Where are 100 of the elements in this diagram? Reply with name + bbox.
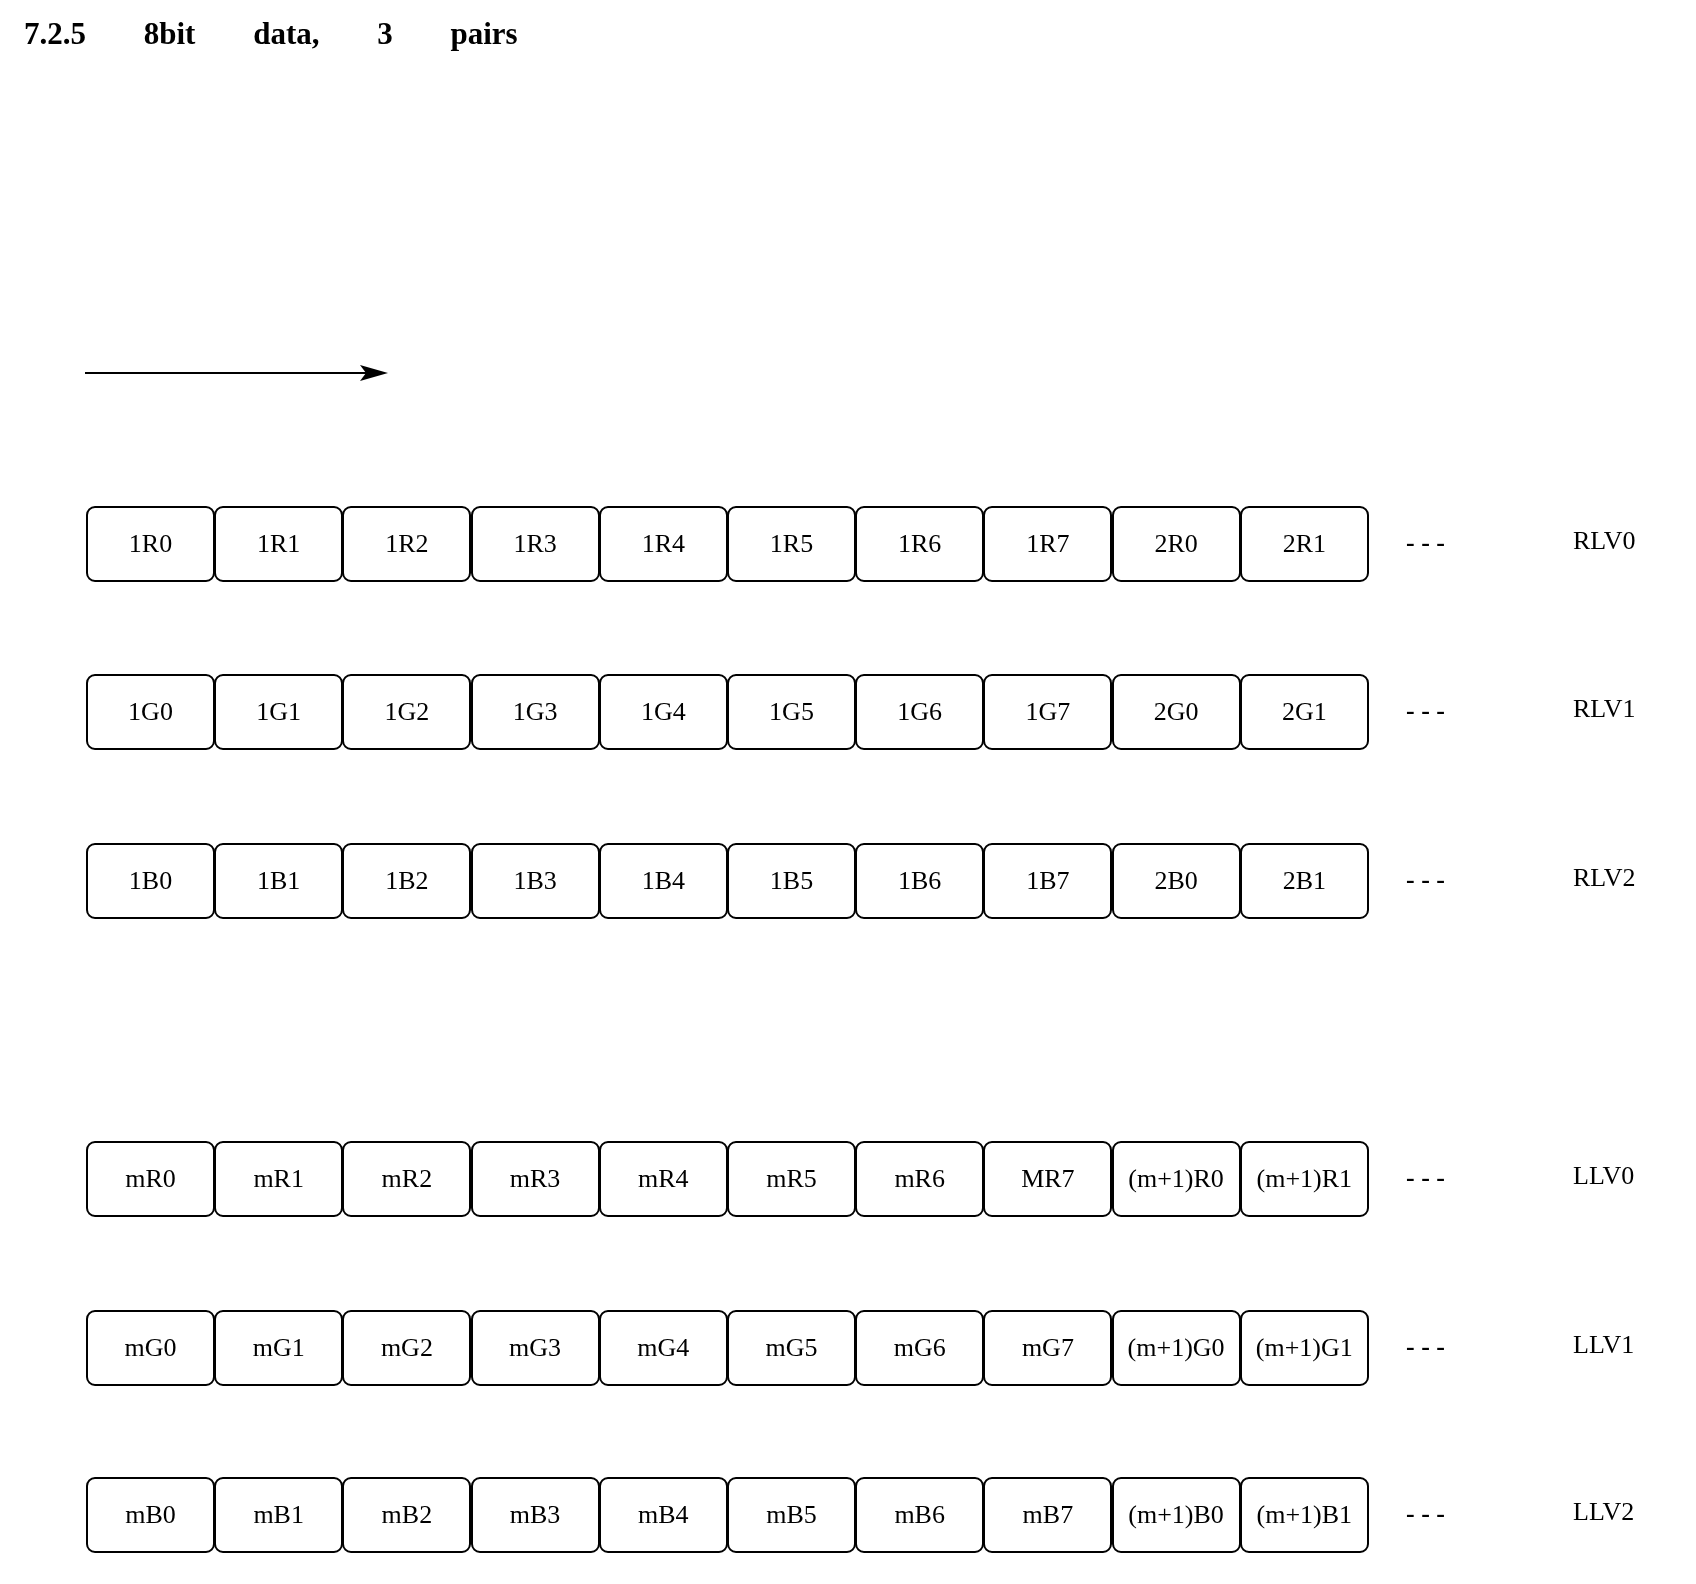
continuation-dashes: - - - [1406,865,1445,895]
bit-label: mG2 [380,1333,433,1363]
continuation-dashes: - - - [1406,528,1445,558]
data-bit-box [342,674,472,750]
data-bit-box [727,674,856,750]
bit-label: 1R7 [1026,529,1070,559]
data-bit-box [1111,506,1241,582]
bit-label: mG5 [765,1333,818,1363]
lane-label: LLV2 [1573,1497,1635,1527]
data-bit-box [470,1477,600,1553]
bit-label: 1B6 [898,866,942,896]
data-bit-box [214,1141,344,1217]
bit-label: mR2 [381,1164,433,1194]
data-bit-box [855,1477,985,1553]
data-bit-box [855,1310,985,1386]
bit-label: mB1 [253,1500,304,1530]
bit-label: (m+1)R1 [1256,1164,1353,1194]
bit-label: (m+1)R0 [1128,1164,1224,1194]
data-bit-box [470,1141,600,1217]
data-bit-box [342,1310,472,1386]
bit-label: 2G1 [1281,697,1327,727]
bit-label: 1B1 [257,866,301,896]
bit-label: mG3 [509,1333,562,1363]
bit-label: 2R0 [1154,529,1198,559]
data-bit-box [598,1477,728,1553]
data-bit-box [598,674,728,750]
bit-label: 1R1 [257,529,301,559]
data-bit-box [470,506,600,582]
lane-label: LLV0 [1573,1161,1635,1191]
bit-label: 1B0 [128,866,173,896]
bit-label: 1R3 [513,529,557,559]
data-bit-box [598,843,728,919]
data-bit-box [86,1141,215,1217]
data-bit-box [214,506,344,582]
data-bit-box [855,1141,985,1217]
bit-label: 1R2 [385,529,429,559]
data-bit-box [1111,1310,1241,1386]
bit-label: mR4 [638,1164,689,1194]
bit-label: mG0 [124,1333,177,1363]
bit-label: 1B7 [1026,866,1070,896]
bit-label: MR7 [1021,1164,1075,1194]
data-bit-box [86,674,215,750]
data-bit-box [1111,1141,1241,1217]
bit-label: (m+1)G1 [1255,1333,1353,1363]
data-bit-box [983,843,1113,919]
bit-label: mG1 [252,1333,305,1363]
data-bit-box [1239,674,1369,750]
data-bit-box [342,506,472,582]
bit-label: 2B0 [1154,866,1198,896]
data-bit-box [1239,843,1369,919]
data-bit-box [1111,1477,1241,1553]
bit-label: 1G7 [1025,697,1071,727]
data-bit-box [1111,843,1241,919]
bit-label: 1G1 [256,697,302,727]
lane-label: LLV1 [1573,1330,1635,1360]
continuation-dashes: - - - [1406,696,1445,726]
bit-label: (m+1)G0 [1127,1333,1225,1363]
bit-label: 1B4 [641,866,685,896]
bit-label: mB3 [509,1500,561,1530]
data-bit-box [470,843,600,919]
data-bit-box [727,506,856,582]
data-bit-box [1239,1141,1369,1217]
bit-label: 1B3 [513,866,557,896]
bit-label: (m+1)B1 [1256,1500,1353,1530]
data-bit-box [1111,674,1241,750]
data-bit-box [342,843,472,919]
data-bit-box [1239,1310,1369,1386]
data-bit-box [470,674,600,750]
continuation-dashes: - - - [1406,1163,1445,1193]
data-bit-box [855,674,985,750]
data-bit-box [855,506,985,582]
bit-label: mR0 [125,1164,176,1194]
data-bit-box [1239,506,1369,582]
bit-label: mR6 [894,1164,945,1194]
bit-label: mR1 [253,1164,304,1194]
data-bit-box [214,843,344,919]
data-bit-box [1239,1477,1369,1553]
data-bit-box [342,1477,472,1553]
bit-label: 1G4 [640,697,686,727]
bit-label: 2R1 [1282,529,1326,559]
bit-label: mB5 [766,1500,817,1530]
bit-label: 1B2 [385,866,429,896]
bit-label: 1G0 [128,697,173,727]
data-bit-box [598,1141,728,1217]
bit-label: mB0 [125,1500,176,1530]
bit-label: 1G3 [512,697,558,727]
bit-label: mR3 [509,1164,561,1194]
bit-label: 1G6 [897,697,943,727]
lane-label: RLV2 [1573,863,1636,893]
data-bit-box [86,843,215,919]
data-bit-box [342,1141,472,1217]
data-bit-box [598,506,728,582]
bit-label: 1R4 [641,529,685,559]
data-bit-box [598,1310,728,1386]
data-bit-box [983,1141,1113,1217]
continuation-dashes: - - - [1406,1332,1445,1362]
data-bit-box [214,674,344,750]
bit-label: 2B1 [1282,866,1326,896]
data-bit-box [983,506,1113,582]
data-bit-box [727,1141,856,1217]
